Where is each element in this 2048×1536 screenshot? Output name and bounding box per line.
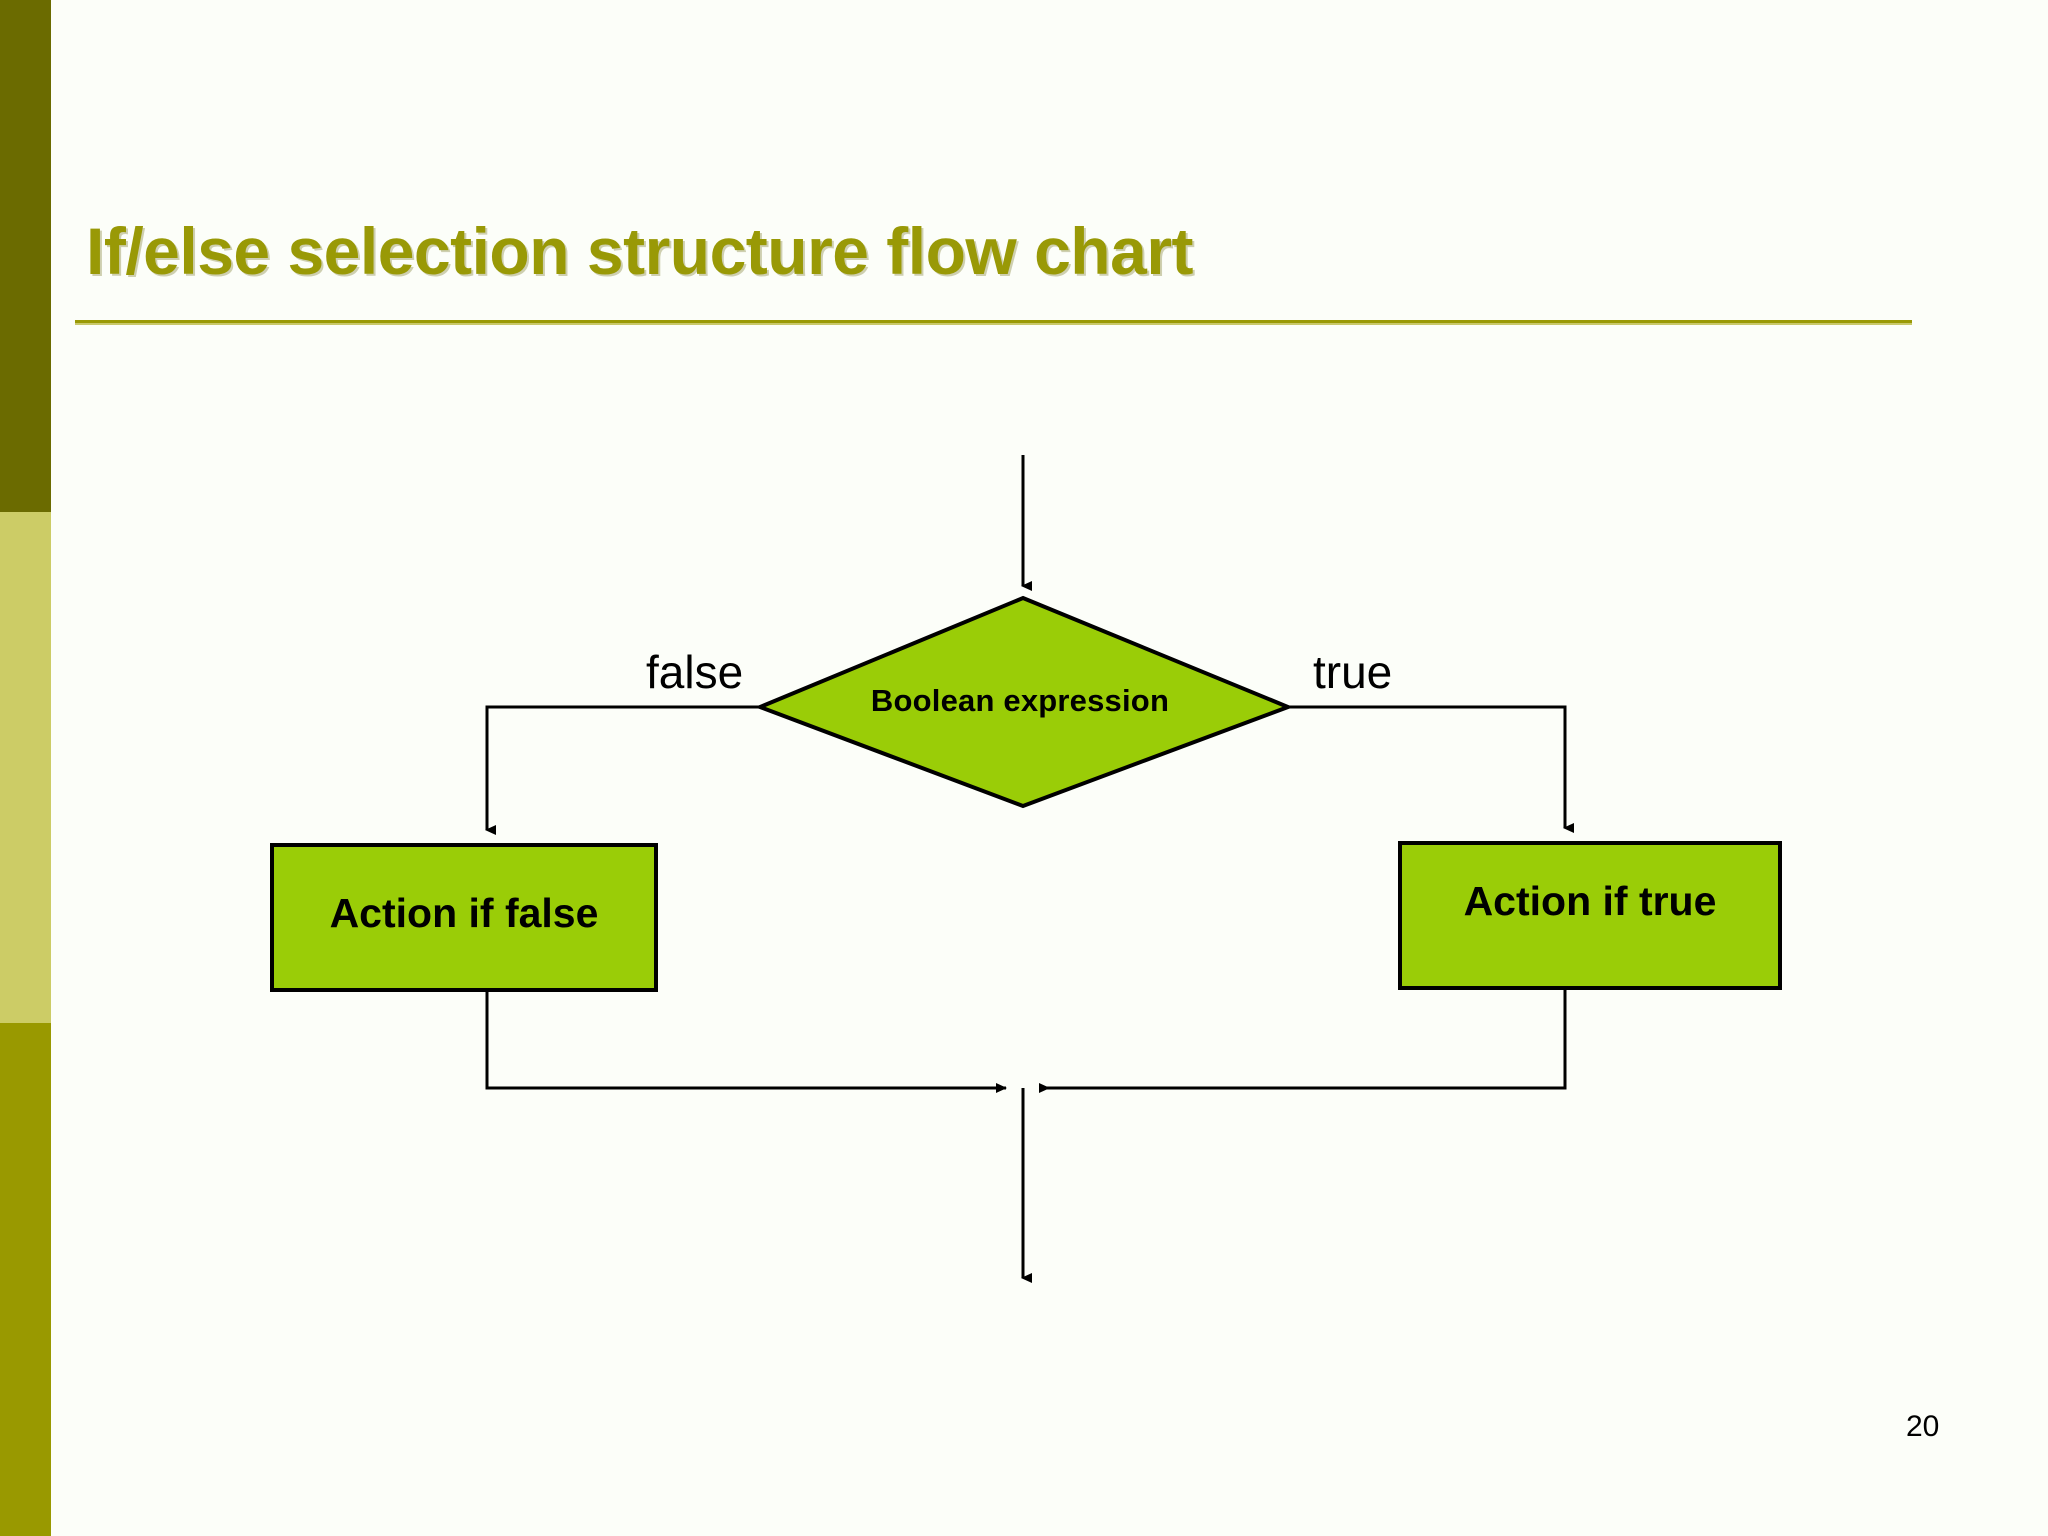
sidebar-segment-top (0, 0, 51, 512)
decorative-sidebar (0, 0, 51, 1536)
edge-action-true-to-merge (1039, 988, 1567, 1093)
edge-label-false: false (646, 646, 744, 698)
page-title: If/else selection structure flow chart (86, 214, 1194, 288)
edge-action-false-to-merge (485, 990, 1007, 1093)
action-false-node-label: Action if false (329, 890, 599, 936)
edge-decision-to-action-false (485, 705, 760, 835)
page-number: 20 (1906, 1410, 1940, 1443)
edge-label-true: true (1313, 646, 1393, 698)
action-false-node-box (270, 843, 658, 992)
sidebar-segment-bottom (0, 1023, 51, 1536)
title-underline-rule (75, 320, 1912, 325)
action-true-node-box (1398, 841, 1782, 990)
sidebar-segment-middle (0, 512, 51, 1023)
edge-decision-to-action-true (1288, 705, 1574, 833)
action-true-node-label: Action if true (1463, 878, 1717, 924)
decision-node-label: Boolean expression (870, 683, 1170, 718)
decision-node-diamond (754, 595, 1294, 809)
